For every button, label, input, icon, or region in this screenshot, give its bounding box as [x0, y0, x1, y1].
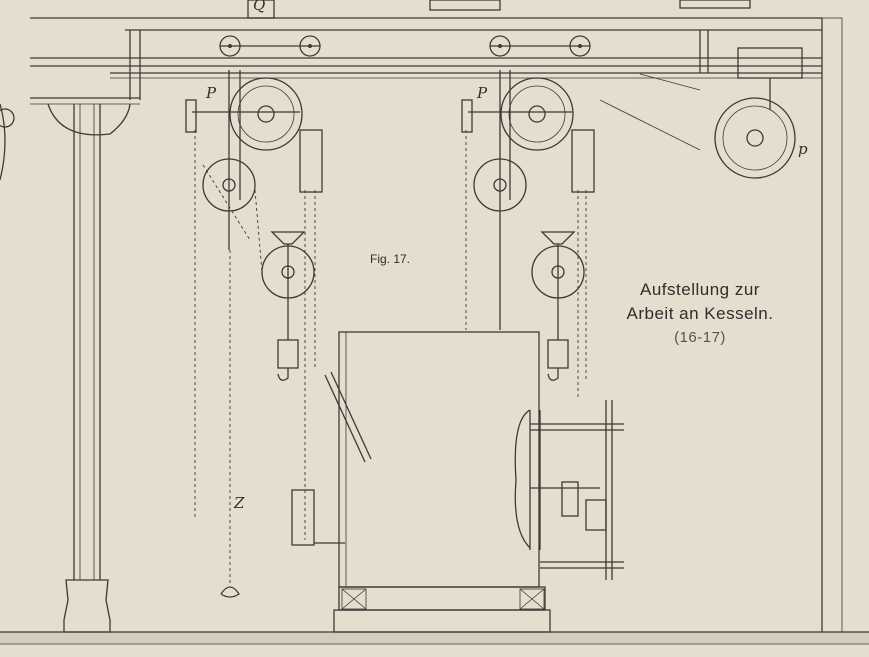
drilling-rig [530, 400, 624, 580]
marker-p-left: P [206, 84, 217, 102]
figure-label: Fig. 17. [370, 252, 411, 266]
hoist-left [185, 70, 372, 598]
trolley-left [219, 35, 321, 57]
caption-reference: (16-17) [674, 329, 726, 346]
floor [0, 631, 869, 645]
caption-line-2: Arbeit an Kesseln. [626, 304, 774, 323]
overhead-girder [30, 0, 822, 105]
cast-iron-column [0, 103, 131, 633]
marker-q: Q [253, 0, 266, 14]
wall-bracket-wheel [599, 47, 803, 179]
boiler [333, 331, 551, 633]
trolley-right [489, 35, 591, 57]
marker-p-mid: P [477, 84, 488, 102]
marker-z: Z [234, 494, 245, 512]
figure-caption: Aufstellung zur Arbeit an Kesseln. (16-1… [600, 278, 800, 350]
marker-p-right: p [798, 140, 808, 158]
caption-line-1: Aufstellung zur [640, 280, 760, 299]
right-wall [821, 17, 843, 633]
hoist-right [461, 70, 595, 400]
